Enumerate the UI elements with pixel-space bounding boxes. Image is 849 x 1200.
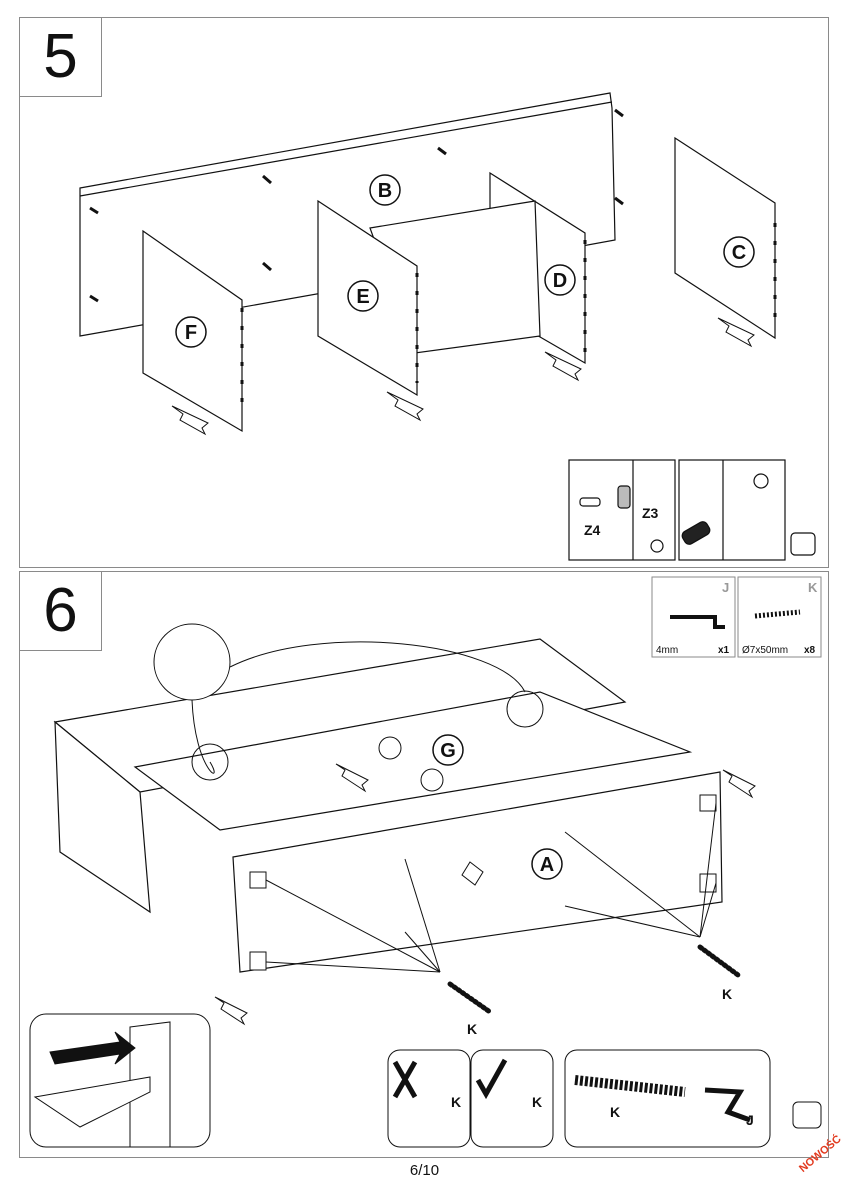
step-6-illustration: G A K K J 4mm x1 K Ø7x50mm x8 — [29, 576, 822, 1148]
step-number: 6 — [20, 572, 102, 651]
screw-icon — [447, 944, 741, 1015]
screwdriver-icon — [681, 521, 711, 545]
part-letter-j: J — [722, 580, 729, 595]
panel-c — [674, 136, 776, 340]
part-qty-j: x1 — [718, 645, 730, 656]
page-number: 6/10 — [409, 1162, 440, 1179]
screw-label-k: K — [467, 1021, 477, 1037]
panel-label-a: A — [540, 854, 554, 876]
panel-label-d: D — [553, 270, 567, 292]
dowel-icon — [617, 485, 631, 509]
wrong-label-k: K — [451, 1094, 461, 1110]
panel-b — [79, 92, 616, 337]
right-label-k: K — [532, 1094, 542, 1110]
panel-label-f: F — [185, 322, 197, 344]
part-box-k — [737, 576, 822, 658]
detail-label-j: J — [746, 1112, 754, 1128]
part-size-k: Ø7x50mm — [742, 645, 788, 656]
arrow-icon — [214, 763, 756, 1026]
edge-detail-inset — [29, 1013, 211, 1148]
dowel-inset — [568, 459, 816, 561]
step-6-frame: 6 — [19, 571, 829, 1158]
check-mark-icon — [475, 1058, 508, 1100]
screw-icon — [574, 1075, 686, 1097]
panel-label-c: C — [732, 242, 746, 264]
panel-label-e: E — [356, 286, 369, 308]
panel-label-g: G — [440, 740, 456, 762]
rotate-icon — [792, 1101, 822, 1129]
screw-label-k-right: K — [722, 986, 732, 1002]
cam-lock-icon — [461, 861, 484, 886]
panel-g — [133, 691, 693, 831]
panel-label-b: B — [378, 180, 392, 202]
screw-icon — [754, 609, 801, 619]
hex-key-icon — [704, 1087, 751, 1123]
part-letter-k: K — [808, 580, 818, 595]
part-qty-k: x8 — [804, 645, 816, 656]
right-inset — [470, 1049, 554, 1148]
hex-key-icon — [670, 615, 725, 629]
step-5-illustration: B E D F C — [79, 92, 816, 561]
arrow-icon — [171, 317, 755, 436]
part-size-j: 4mm — [656, 645, 678, 656]
screw-key-inset — [564, 1049, 771, 1148]
step-number: 5 — [20, 18, 102, 97]
inset-label-z3: Z3 — [642, 505, 659, 521]
detail-label-k: K — [610, 1104, 620, 1120]
cross-mark-icon — [392, 1060, 418, 1099]
step-5-frame: 5 B — [19, 17, 829, 568]
cam-lock-icon — [753, 473, 769, 489]
inset-label-z4: Z4 — [584, 522, 601, 538]
carcass-left-side — [54, 720, 151, 914]
